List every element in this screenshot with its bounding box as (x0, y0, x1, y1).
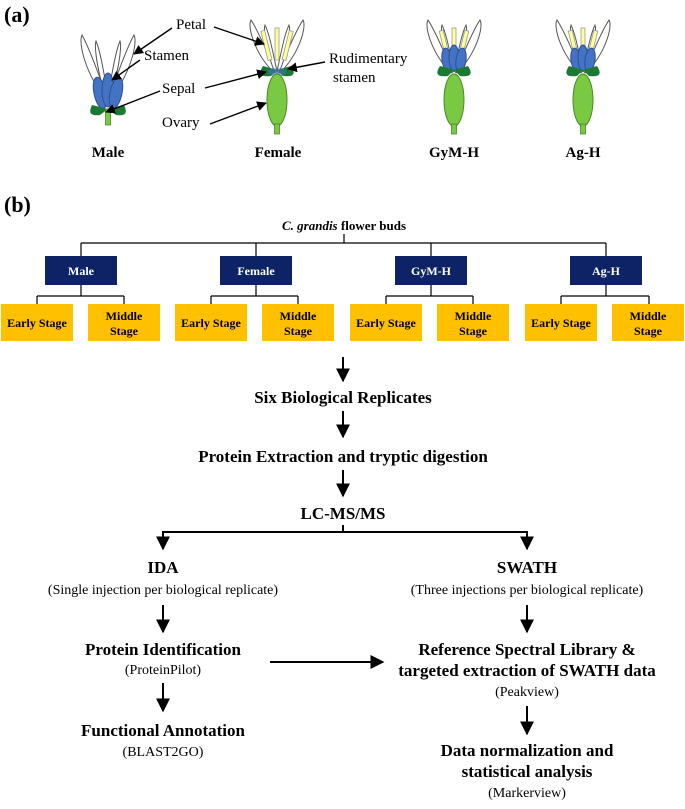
label-stamen: Stamen (144, 48, 189, 64)
arrow-petal-male (133, 27, 173, 55)
male-flower-drawing (80, 34, 136, 126)
root-node-text: flower buds (338, 218, 406, 233)
step-replicates: Six Biological Replicates (254, 388, 432, 407)
swath-normalization-tool: (Markerview) (488, 786, 566, 801)
group-label-female: Female (237, 264, 275, 278)
label-rudimentary-stamen: stamen (333, 70, 376, 86)
group-label-gymh: GyM-H (411, 264, 452, 278)
root-node-title: C. grandis flower buds (282, 218, 406, 233)
swath-subtitle: (Three injections per biological replica… (411, 583, 644, 598)
agh-flower-drawing (555, 19, 611, 135)
label-rudimentary: Rudimentary (329, 51, 408, 67)
stage-label-stage: Stage (284, 324, 313, 338)
stage-label-early: Early Stage (7, 316, 67, 330)
flower-label-female: Female (255, 145, 302, 161)
swath-library-line1: Reference Spectral Library & (418, 640, 635, 659)
group-gymh: GyM-H (395, 256, 467, 285)
stage-label-early: Early Stage (181, 316, 241, 330)
stage-female-middle: Middle Stage (262, 304, 334, 341)
swath-library-tool: (Peakview) (495, 685, 559, 700)
label-ovary: Ovary (162, 115, 200, 131)
step-lcms: LC-MS/MS (301, 504, 386, 523)
label-sepal: Sepal (162, 81, 195, 97)
stage-label-middle: Middle (106, 309, 143, 323)
flower-label-agh: Ag-H (566, 145, 601, 161)
stage-gymh-early: Early Stage (350, 304, 422, 341)
stage-label-early: Early Stage (356, 316, 416, 330)
label-petal: Petal (176, 17, 206, 33)
group-female: Female (220, 256, 292, 285)
ida-identification-tool: (ProteinPilot) (125, 663, 202, 678)
group-label-male: Male (68, 264, 95, 278)
flower-label-gymh: GyM-H (429, 145, 479, 161)
panel-b-label: (b) (4, 192, 31, 217)
arrow-sepal-female (204, 69, 267, 89)
stage-agh-early: Early Stage (525, 304, 597, 341)
group-label-agh: Ag-H (592, 264, 621, 278)
stage-female-early: Early Stage (175, 304, 247, 341)
arrow-petal-female (213, 26, 265, 46)
group-agh: Ag-H (570, 256, 642, 285)
stage-gymh-middle: Middle Stage (437, 304, 509, 341)
split-connector (163, 525, 527, 533)
stage-label-middle: Middle (630, 309, 667, 323)
swath-title: SWATH (497, 558, 557, 577)
arrow-ovary (209, 101, 267, 125)
tree-connectors (36, 234, 650, 304)
swath-library-line2: targeted extraction of SWATH data (398, 661, 656, 680)
arrow-rudimentary (287, 61, 326, 73)
gymh-flower-drawing (426, 19, 482, 135)
ida-annotation-tool: (BLAST2GO) (123, 745, 204, 760)
arrow-sepal-male (105, 90, 161, 114)
panel-a-label: (a) (4, 2, 30, 27)
swath-normalization-line1: Data normalization and (441, 741, 614, 760)
ida-subtitle: (Single injection per biological replica… (48, 583, 278, 598)
stage-label-stage: Stage (459, 324, 488, 338)
step-extraction: Protein Extraction and tryptic digestion (198, 447, 488, 466)
flower-label-male: Male (92, 145, 125, 161)
group-male: Male (45, 256, 117, 285)
root-node-species: C. grandis (282, 218, 338, 233)
swath-normalization-line2: statistical analysis (462, 762, 593, 781)
stage-male-middle: Middle Stage (88, 304, 160, 341)
ida-annotation: Functional Annotation (81, 721, 245, 740)
ida-title: IDA (147, 558, 179, 577)
stage-label-stage: Stage (634, 324, 663, 338)
stage-label-middle: Middle (455, 309, 492, 323)
stage-male-early: Early Stage (1, 304, 73, 341)
ida-identification: Protein Identification (85, 640, 242, 659)
stage-label-early: Early Stage (531, 316, 591, 330)
stage-label-stage: Stage (110, 324, 139, 338)
female-flower-drawing (249, 19, 305, 135)
stage-agh-middle: Middle Stage (612, 304, 684, 341)
arrow-stamen (111, 59, 141, 81)
stage-label-middle: Middle (280, 309, 317, 323)
